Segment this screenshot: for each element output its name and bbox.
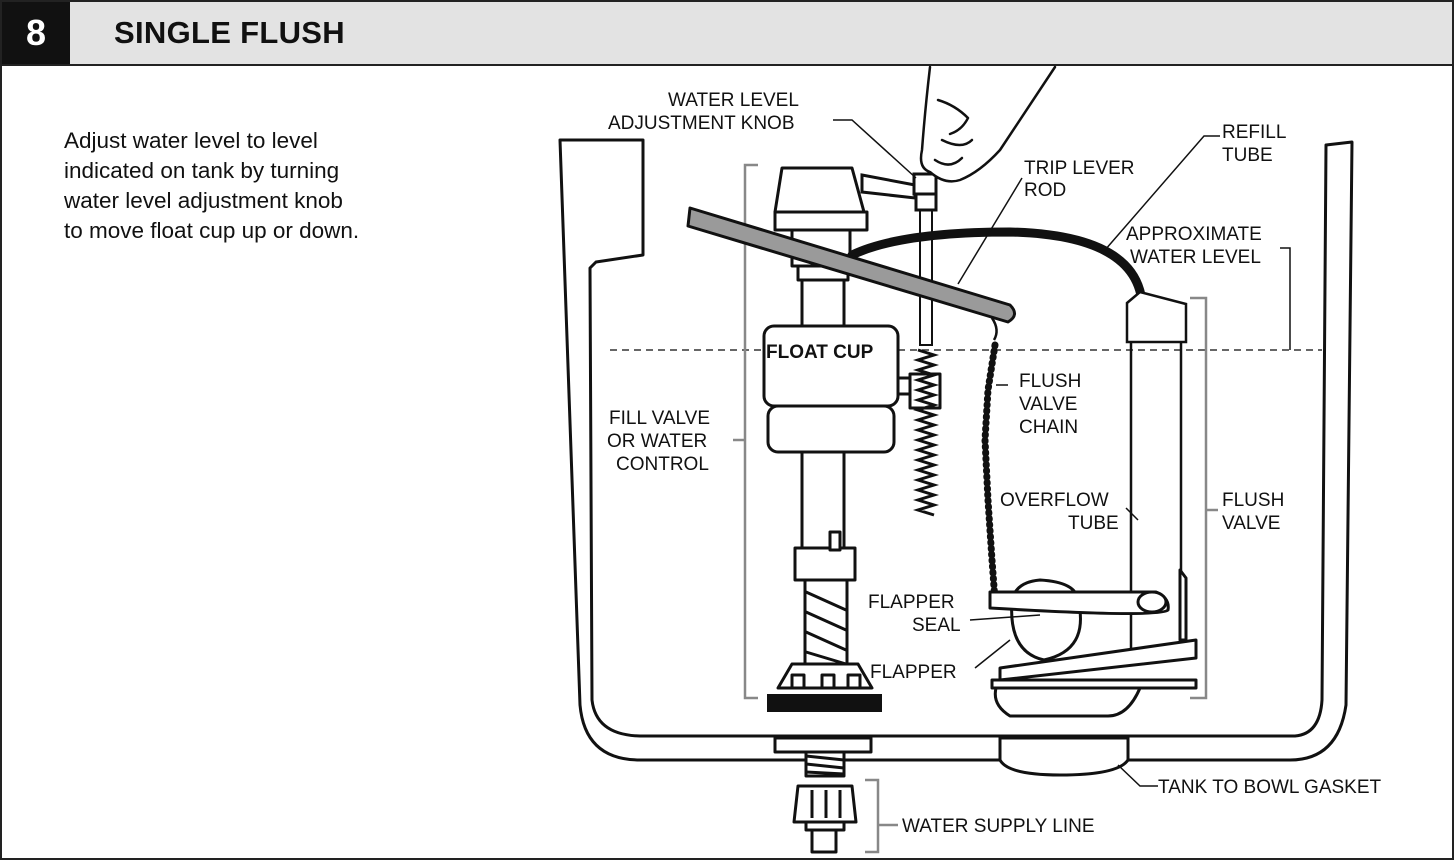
- label-refill-tube-2: TUBE: [1222, 145, 1273, 166]
- label-trip-lever-rod-2: ROD: [1024, 180, 1066, 201]
- label-water-supply-line: WATER SUPPLY LINE: [902, 816, 1095, 837]
- label-water-level-knob-2: ADJUSTMENT KNOB: [608, 113, 795, 134]
- water-supply-bracket: [865, 778, 898, 854]
- flush-chain: [981, 341, 999, 604]
- label-flush-valve-chain-3: CHAIN: [1019, 417, 1078, 438]
- adjustment-knob: [860, 172, 938, 212]
- label-flapper-seal-2: SEAL: [912, 615, 961, 636]
- label-tank-to-bowl-gasket: TANK TO BOWL GASKET: [1158, 777, 1382, 798]
- fill-valve-bracket: [733, 163, 758, 700]
- supply-fitting: [773, 736, 873, 854]
- label-fill-valve-2: OR WATER: [607, 431, 707, 452]
- tank-outline: [558, 138, 1354, 762]
- instruction-line: water level adjustment knob: [64, 188, 343, 213]
- fill-valve-base: [767, 694, 882, 712]
- label-approx-water-level-2: WATER LEVEL: [1130, 247, 1261, 268]
- tank-to-bowl-gasket-shape: [998, 736, 1130, 777]
- label-flush-valve-1: FLUSH: [1222, 490, 1284, 511]
- instruction-line: Adjust water level to level: [64, 128, 318, 153]
- leader-lines: [833, 119, 1220, 787]
- step-title: SINGLE FLUSH: [114, 15, 345, 50]
- label-overflow-tube-1: OVERFLOW: [1000, 490, 1109, 511]
- flush-valve-bracket: [1190, 296, 1218, 700]
- label-approx-water-level-1: APPROXIMATE: [1126, 224, 1262, 245]
- label-fill-valve-1: FILL VALVE: [609, 408, 710, 429]
- label-flush-valve-2: VALVE: [1222, 513, 1280, 534]
- label-flush-valve-chain-2: VALVE: [1019, 394, 1077, 415]
- label-flush-valve-chain-1: FLUSH: [1019, 371, 1081, 392]
- instruction-line: to move float cup up or down.: [64, 218, 360, 243]
- trip-lever-rod: [686, 206, 1016, 324]
- refill-tube: [847, 227, 1147, 307]
- label-flapper-seal-1: FLAPPER: [868, 592, 955, 613]
- lever-hook: [990, 317, 998, 341]
- label-fill-valve-3: CONTROL: [616, 454, 709, 475]
- float-rod: [912, 194, 940, 517]
- label-float-cup: FLOAT CUP: [766, 342, 874, 363]
- label-refill-tube-1: REFILL: [1222, 122, 1286, 143]
- label-flapper: FLAPPER: [870, 662, 957, 683]
- label-water-level-knob-1: WATER LEVEL: [668, 90, 799, 111]
- hand-illustration: [919, 65, 1057, 183]
- step-number-badge: 8: [2, 2, 70, 64]
- label-trip-lever-rod-1: TRIP LEVER: [1024, 158, 1135, 179]
- flapper-assembly: [988, 568, 1198, 718]
- instruction-text: Adjust water level to level indicated on…: [64, 126, 464, 246]
- label-overflow-tube-2: TUBE: [1068, 513, 1119, 534]
- instruction-line: indicated on tank by turning: [64, 158, 340, 183]
- water-level-bracket: [1280, 247, 1291, 350]
- step-header: 8 SINGLE FLUSH: [2, 2, 1452, 66]
